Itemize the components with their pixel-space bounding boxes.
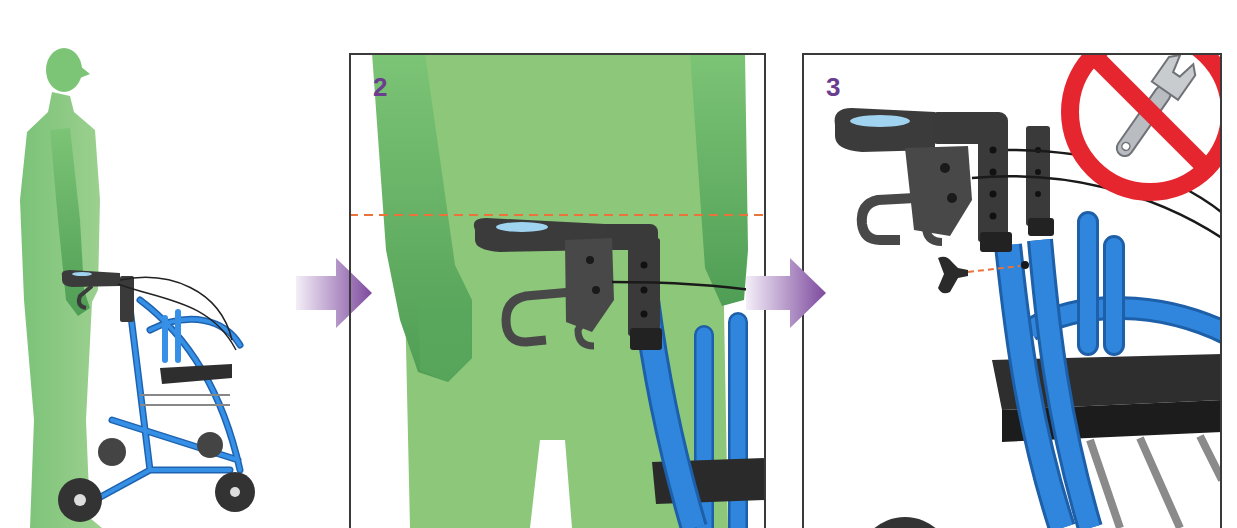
grip-highlight <box>72 272 92 276</box>
sleeve-collar <box>630 328 662 350</box>
grip-highlight <box>850 115 910 127</box>
person-hand <box>418 300 472 382</box>
handle-grip <box>835 108 935 152</box>
person-arm <box>690 53 748 306</box>
step-arrow <box>296 258 372 328</box>
brake-lever <box>79 286 92 308</box>
brake-hook <box>506 292 572 342</box>
person-head <box>46 48 82 92</box>
step-panel: 2 <box>349 53 766 528</box>
brake-hook <box>926 212 942 242</box>
adjust-hole <box>990 213 997 220</box>
wheel-hub <box>230 487 240 497</box>
grip-highlight <box>496 222 548 232</box>
step-arrow <box>746 258 826 328</box>
wheel <box>215 472 255 512</box>
walker-frame <box>95 292 240 500</box>
brake-cable <box>118 278 236 351</box>
adjust-hole <box>1035 169 1041 175</box>
walker-post-sleeve <box>120 276 134 322</box>
person-silhouette <box>20 92 102 528</box>
walker-frame <box>95 292 240 500</box>
prohibition-slash <box>1094 56 1206 168</box>
walker-tube <box>1008 245 1062 528</box>
knob-guide-line <box>968 266 1020 272</box>
walker-upright <box>165 312 178 360</box>
wheel <box>58 478 102 522</box>
walker-seat <box>160 364 232 384</box>
sleeve-collar <box>980 232 1012 252</box>
lever-rivet <box>947 193 957 203</box>
adjust-knob <box>938 257 968 294</box>
person-arm <box>372 53 472 382</box>
wrench-eye <box>1120 141 1131 152</box>
adjust-hole <box>641 287 648 294</box>
walker-small <box>58 270 255 522</box>
adjust-hole <box>990 169 997 176</box>
adjust-hole <box>990 191 997 198</box>
wheel <box>98 438 126 466</box>
adjust-hole <box>641 262 648 269</box>
step-panel: 3 <box>802 53 1222 528</box>
walker-upright <box>1088 222 1114 345</box>
wheel-hub <box>74 494 86 506</box>
walker-upright <box>1088 222 1114 345</box>
brake-cable <box>612 282 766 292</box>
person-nose <box>80 66 90 78</box>
walker-basket <box>140 395 230 405</box>
wrench-head <box>1152 53 1200 100</box>
adjust-hole <box>1035 191 1041 197</box>
lever-rivet <box>592 286 600 294</box>
person-arm <box>50 128 90 316</box>
wheel <box>857 517 953 528</box>
handle-cap <box>928 112 1008 144</box>
wheel <box>197 432 223 458</box>
step-number: 3 <box>826 73 1220 102</box>
brake-hook <box>578 316 594 346</box>
height-guide-line <box>349 214 766 216</box>
brake-lever <box>905 146 972 236</box>
step-number: 2 <box>373 73 764 102</box>
adjust-hole <box>641 311 648 318</box>
brake-hook <box>862 198 915 240</box>
brake-lever <box>565 238 614 332</box>
lever-rivet <box>586 256 594 264</box>
height-sleeve <box>628 238 660 336</box>
lever-rivet <box>940 163 950 173</box>
knob-hole <box>1021 261 1029 269</box>
walker-grip <box>62 270 120 287</box>
sleeve-collar <box>1028 218 1054 236</box>
prohibition-ring <box>1070 53 1222 192</box>
adjust-hole <box>990 147 997 154</box>
walker-tube <box>1008 245 1062 528</box>
